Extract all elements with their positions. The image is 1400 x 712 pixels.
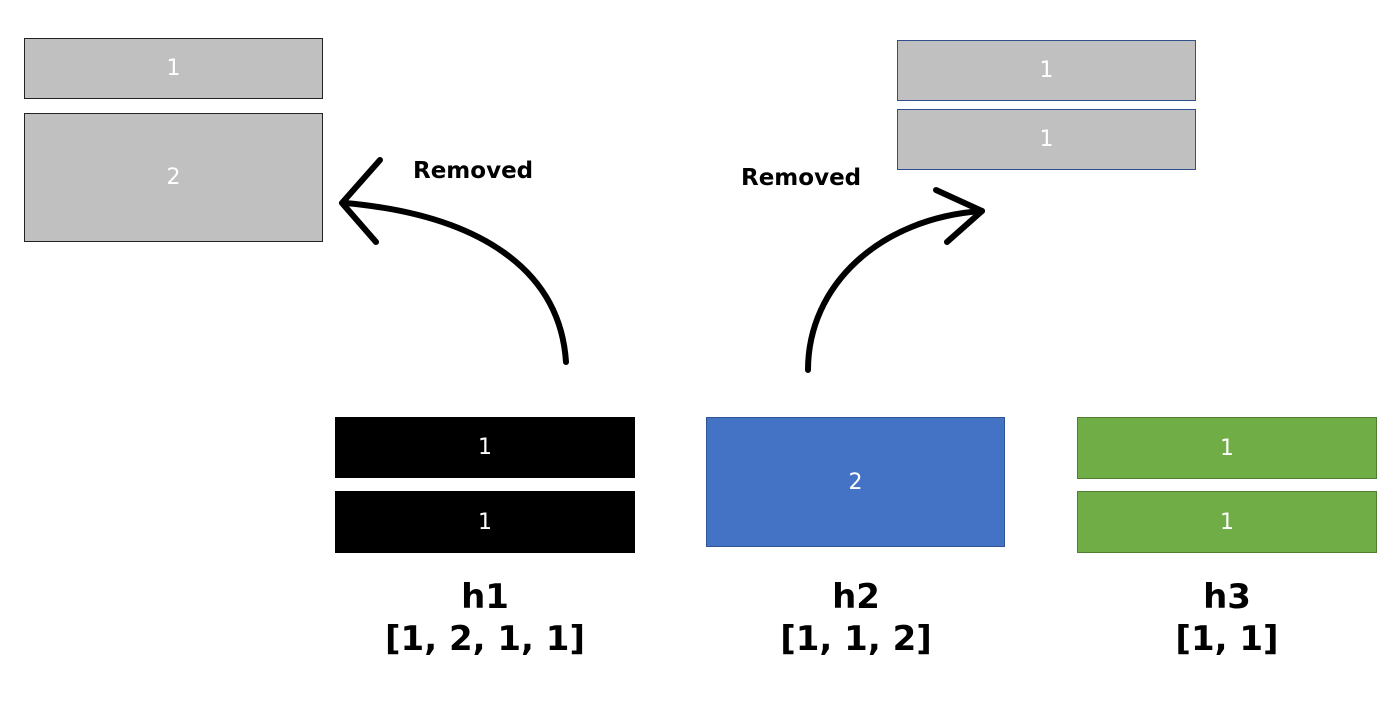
arrow-right-curve — [805, 208, 985, 373]
removed-left-block-2: 2 — [24, 113, 323, 242]
h3-name: h3 — [1203, 577, 1251, 617]
removed-arrow-right — [805, 187, 985, 373]
removed-arrow-left — [339, 157, 569, 365]
removed-label-left: Removed — [413, 158, 534, 184]
h2-name: h2 — [832, 577, 880, 617]
h2-caption: h2 [1, 1, 2] — [706, 576, 1006, 660]
h1-caption: h1 [1, 2, 1, 1] — [335, 576, 635, 660]
h3-block-2: 1 — [1077, 491, 1377, 553]
removed-right-block-2: 1 — [897, 109, 1196, 170]
arrow-left-head — [339, 157, 383, 245]
arrow-left-curve — [342, 200, 569, 365]
h3-block-1: 1 — [1077, 417, 1377, 479]
h1-block-2: 1 — [335, 491, 635, 553]
h1-sequence: [1, 2, 1, 1] — [385, 619, 585, 659]
h3-caption: h3 [1, 1] — [1077, 576, 1377, 660]
arrow-right-head — [933, 187, 985, 245]
removed-label-right: Removed — [741, 165, 862, 191]
h1-block-1: 1 — [335, 417, 635, 478]
h2-block-1: 2 — [706, 417, 1005, 547]
removed-right-block-1: 1 — [897, 40, 1196, 101]
h2-sequence: [1, 1, 2] — [780, 619, 932, 659]
removed-left-block-1: 1 — [24, 38, 323, 99]
h3-sequence: [1, 1] — [1175, 619, 1279, 659]
h1-name: h1 — [461, 577, 509, 617]
